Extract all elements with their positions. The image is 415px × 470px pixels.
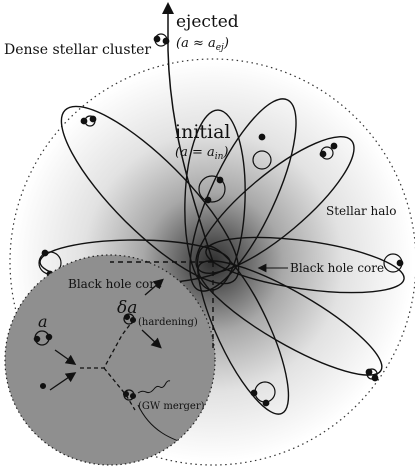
semi-major-axis-symbol: a — [38, 312, 48, 331]
stellar-halo-label: Stellar halo — [326, 204, 396, 218]
gw-spiral-icon — [137, 380, 171, 394]
ejected-sublabel: (a ≈ aej) — [176, 36, 229, 53]
hardening-label: (hardening) — [138, 317, 198, 328]
cluster-label: Dense stellar cluster — [4, 42, 151, 58]
black-hole-core-label: Black hole core — [290, 261, 384, 275]
orbit-rosette — [39, 98, 405, 415]
delta-a-symbol: δa — [117, 298, 137, 318]
black-hole-core-inset-label: Black hole core — [68, 277, 162, 291]
initial-sublabel: (a = ain) — [175, 145, 229, 162]
initial-label: initial — [175, 121, 231, 143]
binary-star-icon — [38, 33, 404, 407]
black-hole-core-inset — [4, 254, 216, 466]
ejection-trajectory — [162, 2, 214, 263]
gw-merger-label: (GW merger) — [138, 401, 205, 412]
ejected-label: ejected — [176, 12, 239, 32]
